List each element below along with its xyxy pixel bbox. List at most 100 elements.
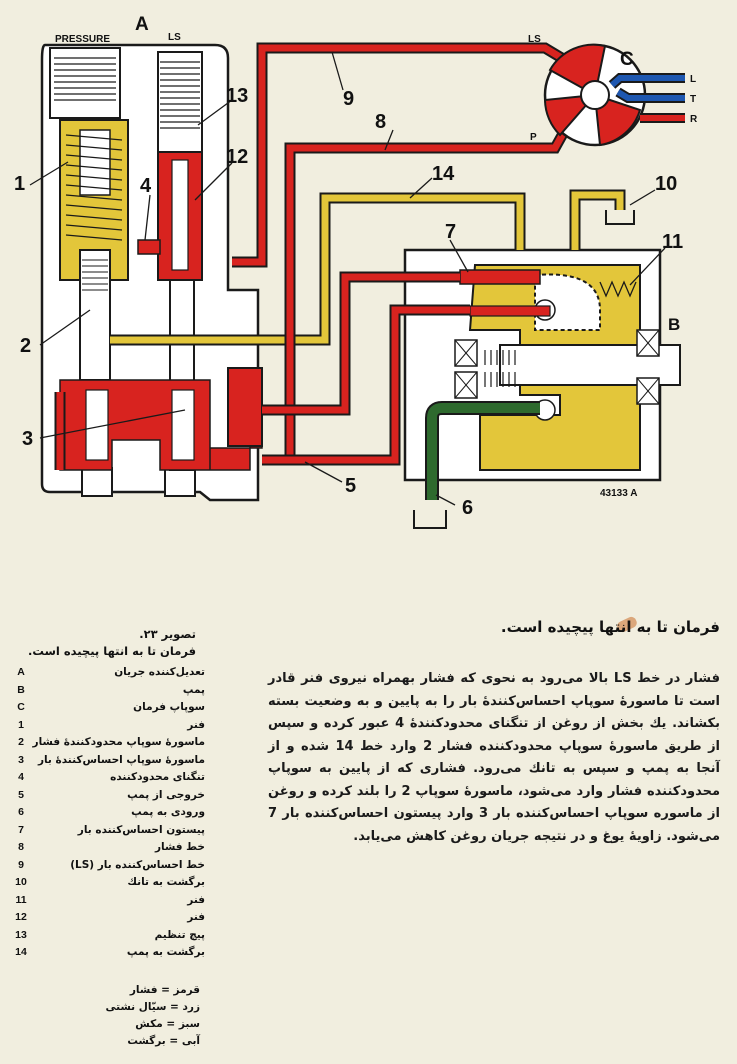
label-a: A — [135, 14, 149, 35]
legend-key: 12 — [15, 911, 27, 923]
callout-1: 1 — [14, 173, 25, 195]
label-p: P — [530, 132, 537, 143]
legend-text: خروجی از پمپ — [127, 788, 205, 801]
pressure-label: PRESSURE — [55, 34, 110, 45]
return-to-tank-line-10 — [569, 189, 626, 250]
legend-text: تعدیل‌کننده جریان — [114, 666, 205, 678]
legend-text: تنگنای محدودکننده — [110, 771, 205, 783]
legend-item: 13 پیچ تنظیم — [10, 929, 205, 947]
callout-4: 4 — [140, 175, 152, 197]
color-key-red: قرمز = فشار — [129, 984, 200, 996]
label-r: R — [690, 114, 698, 125]
spring-1 — [65, 134, 123, 241]
legend-text: خط فشار — [154, 841, 205, 853]
pressure-plug-threads — [54, 57, 116, 101]
color-key-green: سبز = مکش — [135, 1018, 200, 1030]
callout-11: 11 — [662, 231, 683, 253]
legend-key: 5 — [18, 788, 24, 801]
legend-item: 1 فنر — [10, 719, 205, 737]
legend-text: فنر — [187, 718, 205, 731]
label-t: T — [690, 94, 696, 105]
legend-key: 7 — [18, 823, 24, 836]
tank-symbol-6 — [413, 510, 447, 529]
caption-paragraph: فشار در خط LS بالا می‌رود به نحوی که فشا… — [268, 671, 721, 844]
legend-text: ماسورهٔ سوپاپ محدودکنندهٔ فشار — [32, 736, 205, 748]
legend-key: 8 — [18, 841, 24, 853]
pump-piston-coils — [484, 350, 516, 387]
tank-symbol-10 — [605, 210, 635, 225]
legend-text: پمپ — [182, 683, 205, 696]
legend-key: 4 — [18, 771, 24, 783]
legend-item: 9 خط احساس‌کننده بار (LS) — [10, 859, 205, 877]
legend-item: 4 تنگنای محدودکننده — [10, 771, 205, 789]
callout-14: 14 — [432, 163, 455, 185]
color-key: قرمز = فشار زرد = سیّال نشتی سبز = مکش آ… — [90, 982, 200, 1050]
legend-text: برگشت به تانك — [127, 876, 205, 888]
legend-key: 3 — [18, 753, 24, 766]
legend-item: B پمپ — [10, 684, 205, 702]
legend-key: C — [17, 701, 25, 713]
label-b: B — [668, 315, 680, 334]
legend-key: 14 — [15, 946, 27, 958]
legend-key: A — [17, 666, 25, 678]
left-bottom-plug — [81, 467, 113, 497]
callout-9: 9 — [343, 88, 354, 110]
legend-key: 2 — [18, 736, 24, 748]
legend-key: 1 — [18, 718, 24, 731]
steering-valve — [543, 43, 647, 147]
legend-item: 8 خط فشار — [10, 841, 205, 859]
legend-text: پیچ تنظیم — [154, 928, 205, 941]
pressure-chamber-lower — [59, 379, 263, 471]
load-sensing-piston — [459, 269, 541, 285]
legend-item: 2 ماسورهٔ سوپاپ محدودکنندهٔ فشار — [10, 736, 205, 754]
legend-text: فنر — [187, 911, 205, 923]
legend-text: برگشت به پمپ — [126, 946, 205, 958]
color-key-blue: آبی = برگشت — [127, 1035, 200, 1047]
legend-key: B — [17, 683, 25, 696]
legend-item: 12 فنر — [10, 911, 205, 929]
callout-12: 12 — [226, 146, 248, 168]
ls-top-label: LS — [168, 32, 181, 43]
pressure-port-block — [227, 367, 263, 447]
callout-7: 7 — [445, 221, 456, 243]
pressure-plug — [49, 47, 121, 119]
legend-heading: تصویر ۲۳. فرمان تا به انتها پیچیده است. — [26, 626, 196, 660]
legend-item: 14 برگشت به پمپ — [10, 946, 205, 964]
legend-key: 11 — [15, 893, 27, 906]
legend-item: A تعدیل‌کننده جریان — [10, 666, 205, 684]
callout-2: 2 — [20, 335, 31, 357]
legend-text: خط احساس‌کننده بار (LS) — [70, 858, 205, 871]
callout-8: 8 — [375, 111, 386, 133]
legend-key: 6 — [18, 806, 24, 818]
hydraulic-diagram: PRESSURE LS A LS C B P L T R 43133 A 1 2… — [14, 14, 698, 529]
legend-key: 9 — [18, 858, 24, 871]
legend-key: 13 — [15, 928, 27, 941]
caption-title: فرمان تا به انتها پیچیده است. — [500, 618, 720, 636]
adjusting-screw — [157, 51, 203, 153]
label-l: L — [690, 74, 696, 85]
figure-title: فرمان تا به انتها پیچیده است. — [28, 644, 196, 658]
label-c: C — [620, 49, 634, 70]
right-bottom-plug — [164, 467, 196, 497]
callout-6: 6 — [462, 497, 473, 519]
legend-text: ورودی به پمپ — [131, 806, 205, 818]
legend-item: 6 ورودی به پمپ — [10, 806, 205, 824]
legend-item: 10 برگشت به تانك — [10, 876, 205, 894]
callout-5: 5 — [345, 475, 356, 497]
spring-11 — [599, 280, 637, 298]
spring-1-cap — [79, 129, 111, 196]
callout-13: 13 — [226, 85, 248, 107]
legend-key: 10 — [15, 876, 27, 888]
legend-item: 5 خروجی از پمپ — [10, 789, 205, 807]
callout-10: 10 — [655, 173, 677, 195]
callout-3: 3 — [22, 428, 33, 450]
color-key-yellow: زرد = سیّال نشتی — [105, 1001, 200, 1013]
ls-line-label: LS — [528, 34, 541, 45]
restriction-4 — [137, 239, 161, 255]
figure-code: 43133 A — [600, 488, 637, 499]
